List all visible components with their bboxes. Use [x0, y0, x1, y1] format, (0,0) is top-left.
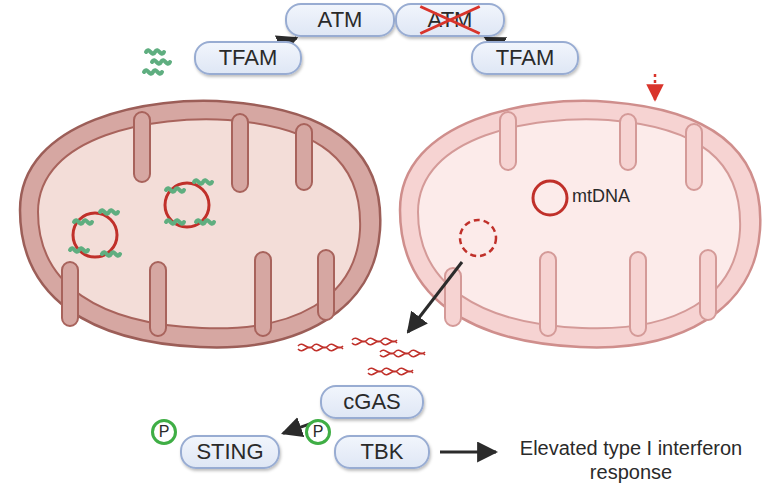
phospho-mark: P: [151, 419, 177, 445]
protein-box: STING: [180, 435, 280, 469]
protein-name: TBK: [361, 439, 404, 465]
protein-name: TFAM: [496, 45, 555, 71]
phospho-label: P: [313, 423, 324, 441]
protein-box: cGAS: [320, 385, 424, 419]
phospho-mark: P: [305, 419, 331, 445]
protein-name: ATM: [428, 7, 473, 33]
protein-name: cGAS: [343, 389, 400, 415]
response-label: Elevated type I interferon response: [500, 436, 762, 484]
protein-name: TFAM: [219, 45, 278, 71]
protein-box: TFAM: [194, 41, 302, 75]
mtdna-fragments: [298, 338, 425, 374]
protein-box: TBK: [334, 435, 430, 469]
release-arrow: [408, 262, 462, 332]
decrease-arrow: [654, 74, 657, 100]
tfam-protein: [144, 50, 170, 73]
mitochondrion-healthy: [20, 101, 380, 348]
arrow: [486, 38, 490, 40]
phospho-label: P: [159, 423, 170, 441]
protein-name: ATM: [318, 7, 363, 33]
protein-box: TFAM: [471, 41, 579, 75]
mtdna-label: mtDNA: [572, 186, 630, 207]
protein-name: STING: [196, 439, 263, 465]
mitochondrion-atm-deficient: [400, 101, 760, 348]
protein-box: ATM: [285, 3, 395, 37]
arrow: [292, 38, 297, 40]
protein-box: ATM: [395, 3, 505, 37]
response-arrow: [440, 451, 496, 454]
